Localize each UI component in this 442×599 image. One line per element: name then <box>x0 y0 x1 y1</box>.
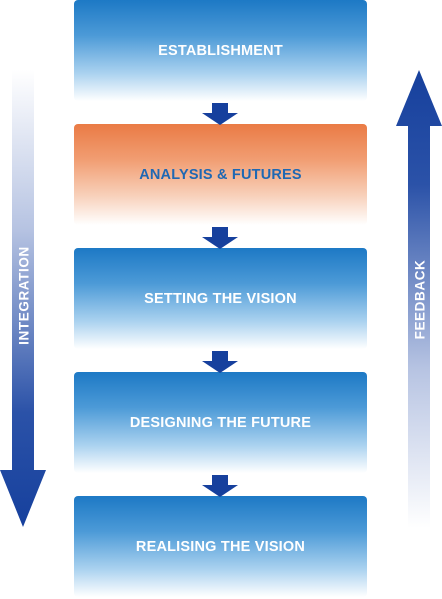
stage-setting-the-vision: SETTING THE VISION <box>74 248 367 349</box>
feedback-arrow <box>396 70 442 528</box>
connector-arrow-1 <box>202 103 238 125</box>
stage-analysis-futures: ANALYSIS & FUTURES <box>74 124 367 225</box>
stage-label: ESTABLISHMENT <box>158 42 283 59</box>
integration-label: INTEGRATION <box>16 246 32 345</box>
stage-label: DESIGNING THE FUTURE <box>129 414 312 431</box>
stage-label: ANALYSIS & FUTURES <box>139 166 302 183</box>
stage-label: SETTING THE VISION <box>144 290 297 307</box>
stage-realising-the-vision: REALISING THE VISION <box>74 496 367 597</box>
integration-arrow <box>0 70 46 527</box>
connector-arrow-3 <box>202 351 238 373</box>
connector-arrow-2 <box>202 227 238 249</box>
stage-establishment: ESTABLISHMENT <box>74 0 367 101</box>
stage-designing-the-future: DESIGNING THE FUTURE <box>74 372 367 473</box>
stage-label: REALISING THE VISION <box>135 538 306 555</box>
feedback-label: FEEDBACK <box>412 259 428 340</box>
connector-arrow-4 <box>202 475 238 497</box>
